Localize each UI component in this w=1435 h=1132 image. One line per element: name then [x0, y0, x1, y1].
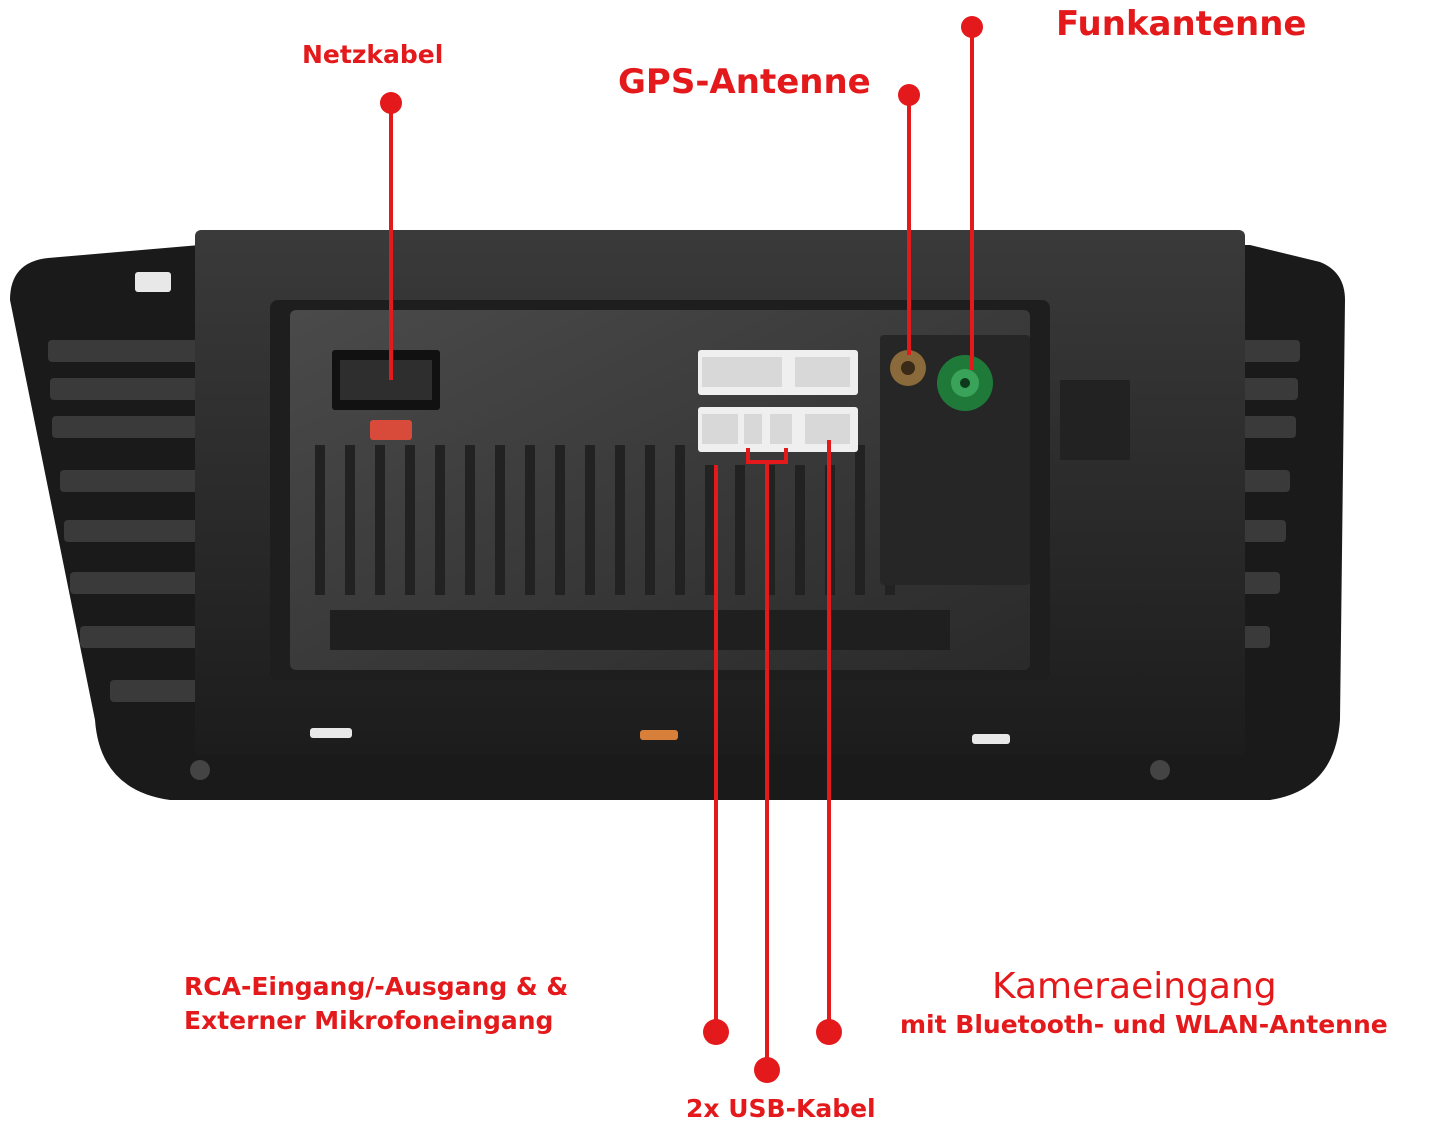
radio-antenna-marker — [961, 16, 983, 38]
radio-antenna-label: Funkantenne — [1056, 4, 1307, 44]
power-cable-marker — [380, 92, 402, 114]
rca-usb-connector-block — [698, 350, 858, 452]
gps-antenna-marker — [898, 84, 920, 106]
gps-antenna-port — [890, 350, 926, 386]
left-vent-slats — [48, 340, 210, 702]
camera-marker — [816, 1019, 842, 1045]
callout-lines — [389, 27, 974, 1070]
usb-cable-label: 2x USB-Kabel — [686, 1094, 876, 1123]
power-connector — [332, 350, 440, 440]
rca-label-line1: RCA-Eingang/-Ausgang & & — [184, 972, 569, 1001]
camera-input-subtitle: mit Bluetooth- und WLAN-Antenne — [900, 1010, 1388, 1039]
camera-input-title: Kameraeingang — [992, 966, 1277, 1007]
callout-dots — [380, 16, 983, 1083]
usb-marker — [754, 1057, 780, 1083]
radio-antenna-port — [937, 355, 993, 411]
rca-marker — [703, 1019, 729, 1045]
gps-antenna-label: GPS-Antenne — [618, 62, 871, 102]
rca-label-line2: Externer Mikrofoneingang — [184, 1006, 554, 1035]
power-cable-label: Netzkabel — [302, 40, 444, 69]
head-unit-body — [195, 230, 1245, 755]
